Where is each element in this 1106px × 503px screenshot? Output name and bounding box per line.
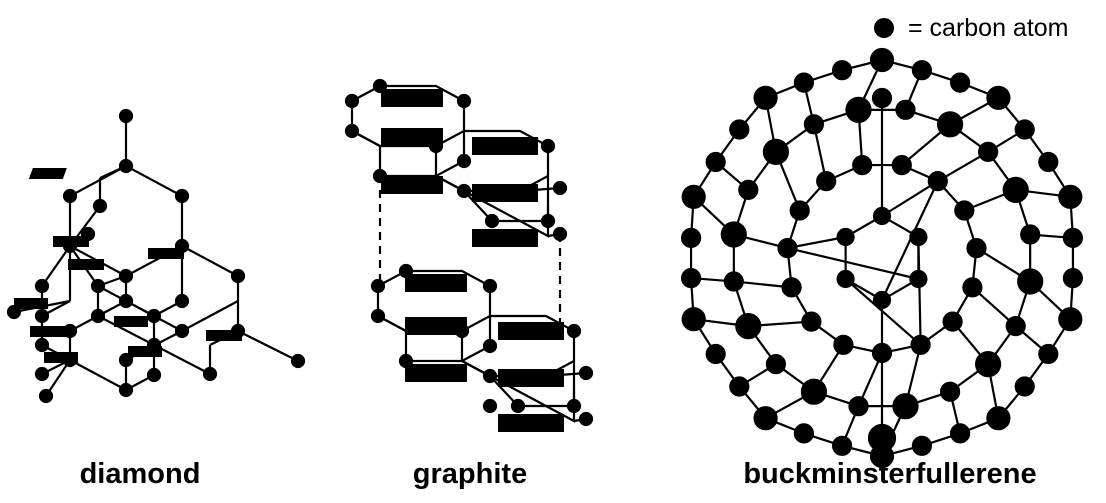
carbon-atom [871, 342, 893, 364]
graphite-structure [344, 78, 594, 432]
carbon-atom [836, 227, 855, 247]
carbon-atom [1017, 268, 1044, 295]
carbon-atom [871, 87, 893, 109]
graphite-upper-layer [344, 78, 568, 247]
carbon-atom [895, 99, 916, 120]
carbon-atom [1038, 343, 1059, 365]
graphite-interlayer-bonds [378, 190, 562, 330]
carbon-atom [800, 378, 828, 405]
carbon-atom [852, 155, 873, 176]
carbon-atom [831, 60, 853, 81]
carbon-atom [681, 184, 706, 209]
carbon-atom [793, 72, 815, 93]
carbon-atom [872, 290, 892, 310]
carbon-atom [720, 221, 747, 248]
carbon-atom [729, 119, 750, 140]
carbon-atom [1014, 376, 1035, 397]
carbon-atom [753, 85, 778, 110]
carbon-atom [939, 381, 961, 402]
carbon-atom [872, 206, 892, 226]
carbon-atom-icon [874, 18, 894, 38]
carbon-atom [1038, 151, 1059, 173]
carbon-atom [753, 406, 778, 431]
carbon-atom [738, 179, 759, 200]
carbon-atom [927, 171, 948, 192]
carbon-atom [1002, 176, 1029, 203]
carbon-atom [762, 138, 790, 165]
carbon-atom [986, 406, 1011, 431]
carbon-atom [867, 423, 897, 453]
carbon-atom [974, 351, 1002, 378]
carbon-atom [911, 435, 933, 456]
caption-graphite: graphite [412, 458, 528, 490]
carbon-atom [845, 96, 872, 123]
carbon-atom [910, 334, 931, 355]
carbon-atom [949, 423, 971, 444]
carbon-atom [816, 171, 837, 192]
carbon-atom [789, 200, 810, 221]
graphite-lower-layer [370, 263, 594, 432]
carbon-atom [977, 141, 999, 162]
carbon-atom [1014, 119, 1035, 140]
carbon-atom [1062, 227, 1084, 248]
carbon-atom [833, 334, 854, 355]
bucky-atoms [680, 47, 1084, 469]
carbon-atom [936, 111, 964, 138]
carbon-atom [986, 85, 1011, 110]
carbon-atom [836, 269, 855, 289]
carbon-atom [962, 277, 983, 298]
carbon-atom [801, 311, 822, 332]
carbon-atom [793, 423, 815, 444]
carbon-atom [1058, 184, 1083, 209]
carbon-atom [892, 393, 919, 420]
carbon-atom [831, 435, 853, 456]
legend-label: = carbon atom [908, 13, 1069, 42]
diamond-wedges [14, 168, 242, 363]
diamond-atoms [6, 108, 306, 404]
carbon-atom [729, 376, 750, 397]
legend: = carbon atom [874, 14, 1069, 42]
carbon-atom [781, 277, 802, 298]
caption-diamond: diamond [79, 458, 201, 490]
carbon-atom [891, 155, 912, 176]
carbon-atom [705, 343, 726, 365]
carbon-atom [966, 238, 987, 259]
carbon-atom [909, 227, 928, 247]
carbon-atom [680, 268, 702, 289]
carbon-atom [869, 47, 895, 73]
carbon-atom [848, 396, 869, 417]
carbon-atom [1020, 224, 1041, 245]
carbon-atom [954, 200, 975, 221]
carbon-atom [909, 269, 928, 289]
carbon-atom [705, 151, 726, 173]
buckminsterfullerene-structure [680, 47, 1084, 469]
carbon-atom [680, 227, 702, 248]
carbon-atom [911, 60, 933, 81]
carbon-atom [1062, 268, 1084, 289]
carbon-atom [765, 354, 787, 375]
diamond-structure [6, 108, 306, 404]
carbon-atom [777, 238, 798, 259]
carbon-atom [949, 72, 971, 93]
carbon-atom [735, 313, 762, 340]
carbon-atom [681, 307, 706, 332]
carbon-atom [803, 114, 825, 135]
carbon-atom [1005, 316, 1026, 337]
caption-buckminsterfullerene: buckminsterfullerene [743, 458, 1037, 490]
carbon-atom [1058, 307, 1083, 332]
bucky-bonds [689, 58, 1075, 458]
carbon-atom [942, 311, 963, 332]
carbon-atom [723, 271, 744, 292]
